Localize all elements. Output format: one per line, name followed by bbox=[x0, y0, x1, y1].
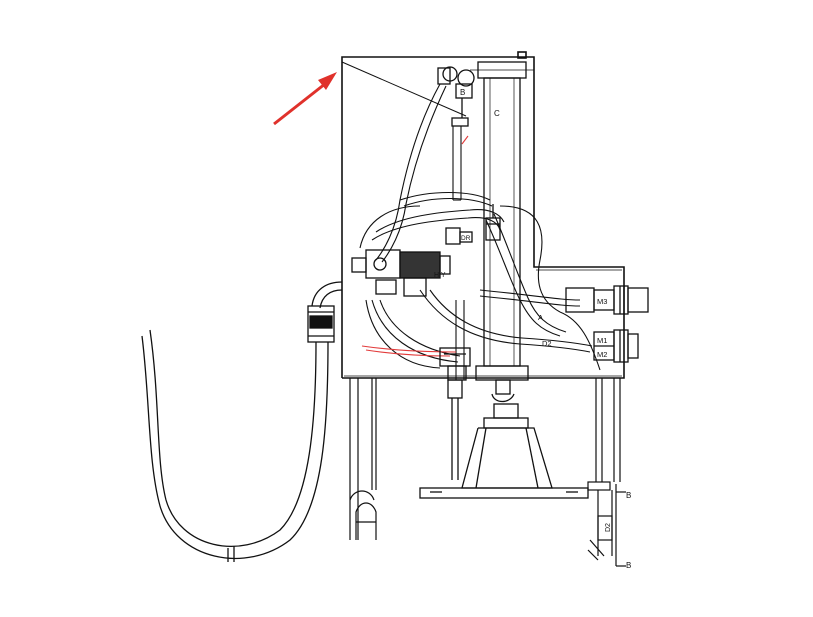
pedestal-base bbox=[419, 379, 589, 499]
label-section-b-top: B bbox=[626, 491, 631, 500]
highlight-marks bbox=[361, 135, 469, 357]
label-b: B bbox=[460, 88, 465, 97]
center-pipe bbox=[452, 126, 465, 380]
valve-b bbox=[437, 66, 475, 127]
valve-dr bbox=[445, 227, 473, 245]
label-m2: M2 bbox=[597, 350, 607, 359]
label-dr: DR bbox=[461, 235, 471, 242]
label-section-b-bottom: B bbox=[626, 561, 631, 570]
label-m1: M1 bbox=[597, 336, 607, 345]
cabinet-outline bbox=[341, 51, 625, 379]
flexible-hose bbox=[141, 281, 343, 562]
label-d2: D2 bbox=[542, 339, 552, 348]
stand-leg-left bbox=[349, 378, 377, 540]
connector-m3 bbox=[565, 285, 649, 315]
pump-assembly bbox=[351, 249, 451, 297]
valve-right bbox=[485, 204, 501, 241]
label-hy: H Y bbox=[434, 272, 446, 279]
label-a: A bbox=[538, 313, 543, 322]
bottom-manifold bbox=[439, 347, 471, 381]
label-c: C bbox=[494, 109, 500, 118]
label-section-d2: D2 bbox=[605, 523, 612, 532]
red-arrow-icon bbox=[273, 72, 337, 126]
stand-leg-right bbox=[587, 378, 626, 567]
column-c bbox=[470, 61, 534, 381]
connector-m1-m2 bbox=[593, 329, 639, 363]
label-m3: M3 bbox=[597, 297, 607, 306]
tubing-bundle bbox=[359, 83, 601, 371]
